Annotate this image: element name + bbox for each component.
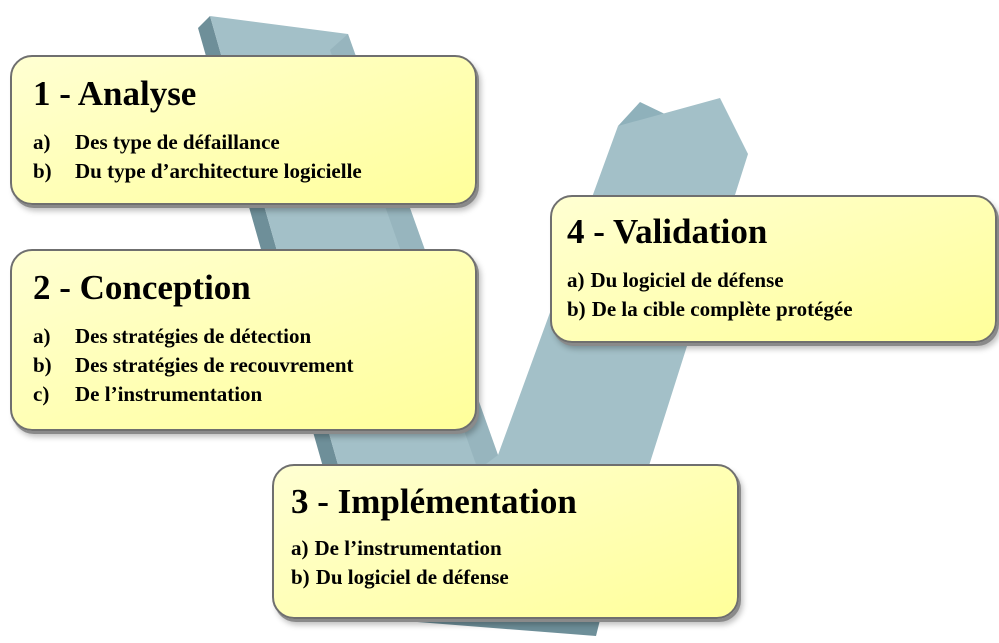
- list-item: a) Des stratégies de détection: [33, 322, 475, 351]
- list-item: b) Des stratégies de recouvrement: [33, 351, 475, 380]
- list-marker: a): [291, 535, 309, 560]
- list-item: b)De la cible complète protégée: [567, 295, 995, 324]
- step-validation-list: a)Du logiciel de défense b)De la cible c…: [567, 266, 995, 324]
- step-analyse-list: a) Des type de défaillance b) Du type d’ar…: [33, 128, 475, 186]
- step-implementation-list: a)De l’instrumentation b)Du logiciel de …: [291, 534, 737, 592]
- list-item-text: De l’instrumentation: [314, 535, 502, 560]
- list-item-text: Des stratégies de détection: [75, 323, 312, 348]
- step-conception-box: 2 - Conception a) Des stratégies de détec…: [10, 249, 477, 431]
- list-item-text: De la cible complète protégée: [591, 296, 853, 321]
- step-conception-list: a) Des stratégies de détection b) Des stra…: [33, 322, 475, 409]
- list-item: b) Du type d’architecture logicielle: [33, 157, 475, 186]
- list-marker: c): [33, 381, 50, 406]
- step-validation-box: 4 - Validation a)Du logiciel de défense …: [550, 195, 997, 343]
- list-item-text: Des stratégies de recouvrement: [75, 352, 354, 377]
- step-implementation-title: 3 - Implémentation: [291, 482, 577, 521]
- list-marker: b): [567, 296, 586, 321]
- list-item-text: Du logiciel de défense: [590, 267, 784, 292]
- list-item: a)Du logiciel de défense: [567, 266, 995, 295]
- list-marker: a): [33, 129, 51, 154]
- step-analyse-title: 1 - Analyse: [33, 74, 197, 113]
- list-item-text: Du logiciel de défense: [315, 564, 509, 589]
- list-item: c) De l’instrumentation: [33, 380, 475, 409]
- step-conception-title: 2 - Conception: [33, 268, 251, 307]
- step-validation-title: 4 - Validation: [567, 212, 768, 251]
- list-marker: b): [291, 564, 310, 589]
- list-item-text: Des type de défaillance: [75, 129, 280, 154]
- list-item: a) Des type de défaillance: [33, 128, 475, 157]
- list-item: b)Du logiciel de défense: [291, 563, 737, 592]
- list-marker: a): [33, 323, 51, 348]
- list-item-text: De l’instrumentation: [75, 381, 263, 406]
- list-item-text: Du type d’architecture logicielle: [75, 158, 362, 183]
- list-marker: a): [567, 267, 585, 292]
- step-implementation-box: 3 - Implémentation a)De l’instrumentatio…: [272, 464, 739, 619]
- list-item: a)De l’instrumentation: [291, 534, 737, 563]
- list-marker: b): [33, 158, 52, 183]
- step-analyse-box: 1 - Analyse a) Des type de défaillance b)…: [10, 55, 477, 205]
- list-marker: b): [33, 352, 52, 377]
